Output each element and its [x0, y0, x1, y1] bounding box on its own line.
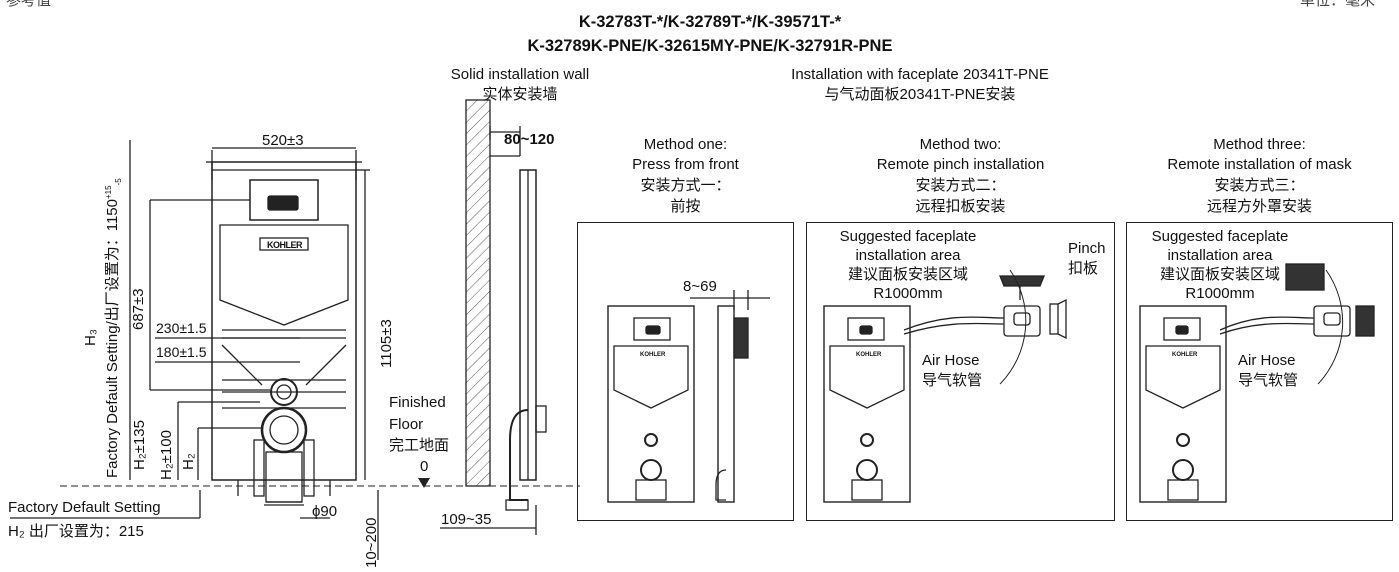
faceplate-label-en: Installation with faceplate 20341T-PNE — [791, 66, 1049, 83]
wall-label-en: Solid installation wall — [450, 66, 590, 83]
dim-180: 180±1.5 — [156, 344, 207, 360]
dim-h2: H₂ — [180, 453, 197, 470]
method-three-zh2: 远程方外罩安装 — [1206, 198, 1312, 215]
dim-h2-100: H₂±100 — [158, 430, 175, 480]
method-one-zh1: 安装方式一： — [640, 177, 731, 194]
title-line-1: K-32783T-*/K-32789T-*/K-39571T-* — [578, 13, 842, 31]
floor-zh: 完工地面 — [389, 437, 450, 454]
factory-default-zh: H₂ 出厂设置为：215 — [8, 523, 144, 540]
m2-area-zh: 建议面板安装区域 — [847, 266, 968, 283]
method-one-box — [577, 222, 794, 521]
m3-radius: R1000mm — [1185, 285, 1255, 302]
reference-note: 参考值 — [6, 0, 52, 9]
dim-h3: H₃ — [82, 329, 99, 346]
brand-logo: KOHLER — [267, 240, 303, 250]
m2-pinch-zh: 扣板 — [1068, 260, 1099, 277]
floor-en-1: Finished — [389, 394, 446, 411]
factory-default-en: Factory Default Setting — [8, 499, 161, 516]
width-dim: 520±3 — [262, 132, 304, 149]
m2-hose-zh: 导气软管 — [922, 372, 983, 389]
m2-area-en2: installation area — [855, 247, 961, 264]
method-one-en2: Press from front — [632, 156, 739, 173]
offset-dim: 109~35 — [441, 511, 492, 528]
m2-pinch-en: Pinch — [1068, 240, 1106, 257]
method-one-dim: 8~69 — [683, 278, 717, 295]
m3-area-en1: Suggested faceplate — [1151, 228, 1289, 245]
m2-brand: KOHLER — [856, 352, 882, 358]
method-two-zh2: 远程扣板安装 — [915, 198, 1006, 215]
pipe-dim: ϕ90 — [312, 503, 338, 520]
method-two-en2: Remote pinch installation — [876, 156, 1045, 173]
wall-label-zh: 实体安装墙 — [482, 86, 558, 103]
factory-vertical-label: Factory Default Setting/出厂设置为：1150+15-5 — [104, 178, 123, 478]
method-three-zh1: 安装方式三： — [1214, 177, 1305, 194]
method-one-zh2: 前按 — [670, 198, 701, 215]
dim-230: 230±1.5 — [156, 320, 207, 336]
faceplate-label-zh: 与气动面板20341T-PNE安装 — [824, 86, 1016, 103]
floor-zero: 0 — [420, 458, 429, 475]
method-two-en1: Method two: — [919, 136, 1002, 153]
range-dim: 10~200 — [363, 517, 380, 568]
method-three-box — [1126, 222, 1393, 521]
method-three-en2: Remote installation of mask — [1167, 156, 1352, 173]
title-line-2: K-32789K-PNE/K-32615MY-PNE/K-32791R-PNE — [527, 37, 893, 55]
dim-1105: 1105±3 — [378, 319, 395, 368]
m3-hose-en: Air Hose — [1238, 352, 1296, 369]
method-two-box — [806, 222, 1115, 521]
m3-brand: KOHLER — [1172, 352, 1198, 358]
method-two-zh1: 安装方式二： — [915, 177, 1006, 194]
dim-687: 687±3 — [130, 288, 147, 330]
m2-hose-en: Air Hose — [922, 352, 980, 369]
m3-area-zh: 建议面板安装区域 — [1159, 266, 1280, 283]
method-one-en1: Method one: — [643, 136, 728, 153]
method-three-en1: Method three: — [1213, 136, 1306, 153]
m3-hose-zh: 导气软管 — [1238, 372, 1299, 389]
m2-radius: R1000mm — [873, 285, 943, 302]
m3-area-en2: installation area — [1167, 247, 1273, 264]
m2-area-en1: Suggested faceplate — [839, 228, 977, 245]
frame-outline — [211, 161, 357, 481]
m1-brand: KOHLER — [640, 352, 666, 358]
unit-note: 单位：毫米 — [1300, 0, 1376, 9]
dim-h2-135: H₂±135 — [131, 420, 148, 470]
floor-en-2: Floor — [389, 416, 424, 433]
depth-dim: 80~120 — [504, 131, 555, 148]
